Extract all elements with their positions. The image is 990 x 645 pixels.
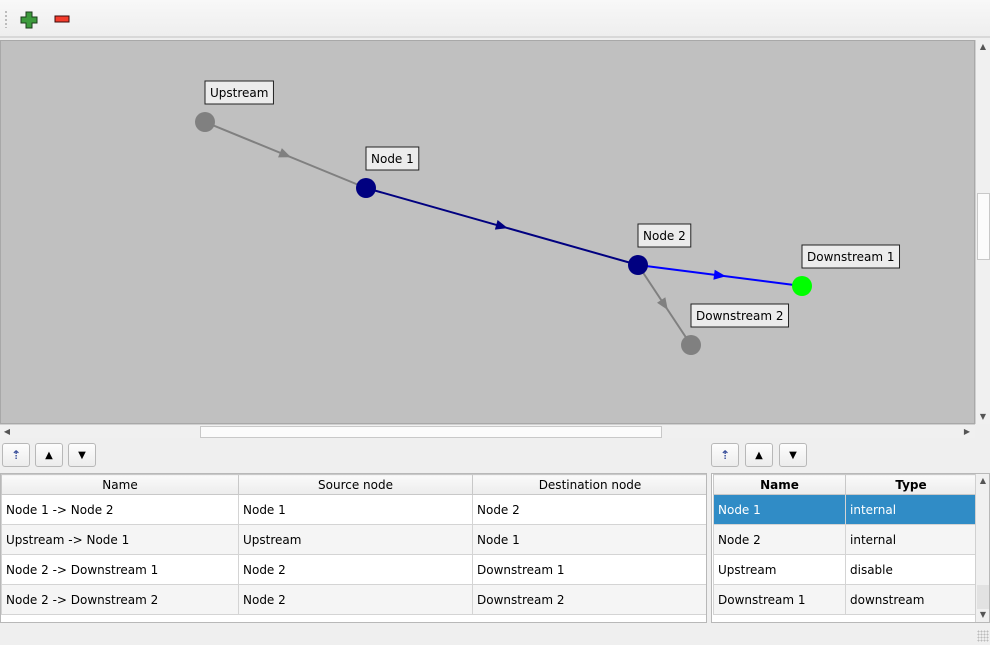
graph-node[interactable] — [681, 335, 701, 355]
toolbar-grip[interactable] — [4, 10, 8, 28]
scroll-thumb[interactable] — [977, 585, 989, 609]
arrow-up-icon: ▲ — [755, 449, 763, 461]
node-label: Node 1 — [371, 152, 414, 166]
move-down-button[interactable]: ▼ — [68, 443, 96, 467]
scroll-down-icon[interactable]: ▼ — [979, 610, 987, 619]
table-cell[interactable]: Node 2 — [472, 494, 706, 525]
table-cell[interactable]: Node 2 -> Downstream 1 — [1, 554, 239, 585]
edges-table: Name Source node Destination node Node 1… — [0, 473, 707, 623]
node-label-box — [637, 223, 692, 248]
table-cell[interactable]: internal — [845, 524, 977, 555]
edge-arrow-icon — [494, 220, 508, 230]
table-cell[interactable]: Upstream — [238, 524, 473, 555]
table-cell[interactable]: Node 1 — [713, 494, 846, 525]
node-label: Upstream — [210, 86, 268, 100]
sort-icon: ⇡ — [719, 448, 731, 462]
table-cell[interactable]: internal — [845, 494, 977, 525]
table-cell[interactable]: downstream — [845, 584, 977, 615]
column-header-name[interactable]: Name — [713, 474, 846, 495]
arrow-up-icon: ▲ — [45, 449, 53, 461]
table-cell[interactable]: Node 1 — [238, 494, 473, 525]
column-header-name[interactable]: Name — [1, 474, 239, 495]
move-up-button[interactable]: ▲ — [35, 443, 63, 467]
node-label-box — [365, 146, 420, 171]
table-cell[interactable]: Node 2 -> Downstream 2 — [1, 584, 239, 615]
scroll-up-icon[interactable]: ▲ — [979, 42, 987, 51]
scroll-left-icon[interactable]: ◀ — [3, 427, 11, 436]
graph-node[interactable] — [628, 255, 648, 275]
node-label-box — [690, 303, 790, 328]
sort-button[interactable]: ⇡ — [711, 443, 739, 467]
table-cell[interactable]: disable — [845, 554, 977, 585]
scroll-right-icon[interactable]: ▶ — [963, 427, 971, 436]
move-up-button[interactable]: ▲ — [745, 443, 773, 467]
scroll-up-icon[interactable]: ▲ — [979, 476, 987, 485]
canvas-vertical-scrollbar[interactable]: ▲ ▼ — [975, 40, 990, 424]
table-cell[interactable]: Node 2 — [713, 524, 846, 555]
edge-arrow-icon — [278, 148, 292, 158]
sort-icon: ⇡ — [10, 448, 22, 462]
arrow-down-icon: ▼ — [789, 449, 797, 461]
column-header-source[interactable]: Source node — [238, 474, 473, 495]
table-cell[interactable]: Node 1 — [472, 524, 706, 555]
scroll-thumb[interactable] — [200, 426, 662, 438]
table-cell[interactable]: Node 2 — [238, 584, 473, 615]
nodes-table-scrollbar[interactable]: ▲ ▼ — [975, 474, 989, 622]
move-down-button[interactable]: ▼ — [779, 443, 807, 467]
resize-grip[interactable] — [977, 630, 989, 642]
table-cell[interactable]: Node 1 -> Node 2 — [1, 494, 239, 525]
node-label-box — [801, 244, 901, 269]
add-node-button[interactable] — [18, 8, 40, 30]
table-cell[interactable]: Node 2 — [238, 554, 473, 585]
node-label: Downstream 2 — [696, 309, 784, 323]
node-label: Downstream 1 — [807, 250, 895, 264]
column-header-type[interactable]: Type — [845, 474, 977, 495]
edge-arrow-icon — [657, 297, 668, 311]
node-label-box — [204, 80, 274, 105]
graph-node[interactable] — [356, 178, 376, 198]
table-cell[interactable]: Downstream 2 — [472, 584, 706, 615]
graph-node[interactable] — [792, 276, 812, 296]
graph-node[interactable] — [195, 112, 215, 132]
table-cell[interactable]: Downstream 1 — [472, 554, 706, 585]
table-cell[interactable]: Upstream — [713, 554, 846, 585]
table-cell[interactable]: Downstream 1 — [713, 584, 846, 615]
node-label: Node 2 — [643, 229, 686, 243]
arrow-down-icon: ▼ — [78, 449, 86, 461]
scroll-thumb[interactable] — [977, 193, 990, 260]
table-cell[interactable]: Upstream -> Node 1 — [1, 524, 239, 555]
canvas-horizontal-scrollbar[interactable]: ◀ ▶ — [0, 424, 975, 438]
remove-node-button[interactable] — [51, 8, 73, 30]
toolbar — [0, 0, 990, 38]
scroll-down-icon[interactable]: ▼ — [979, 412, 987, 421]
red-minus-icon — [54, 15, 70, 23]
green-plus-icon — [20, 11, 38, 29]
sort-button[interactable]: ⇡ — [2, 443, 30, 467]
column-header-destination[interactable]: Destination node — [472, 474, 706, 495]
edge-arrow-icon — [713, 269, 726, 280]
